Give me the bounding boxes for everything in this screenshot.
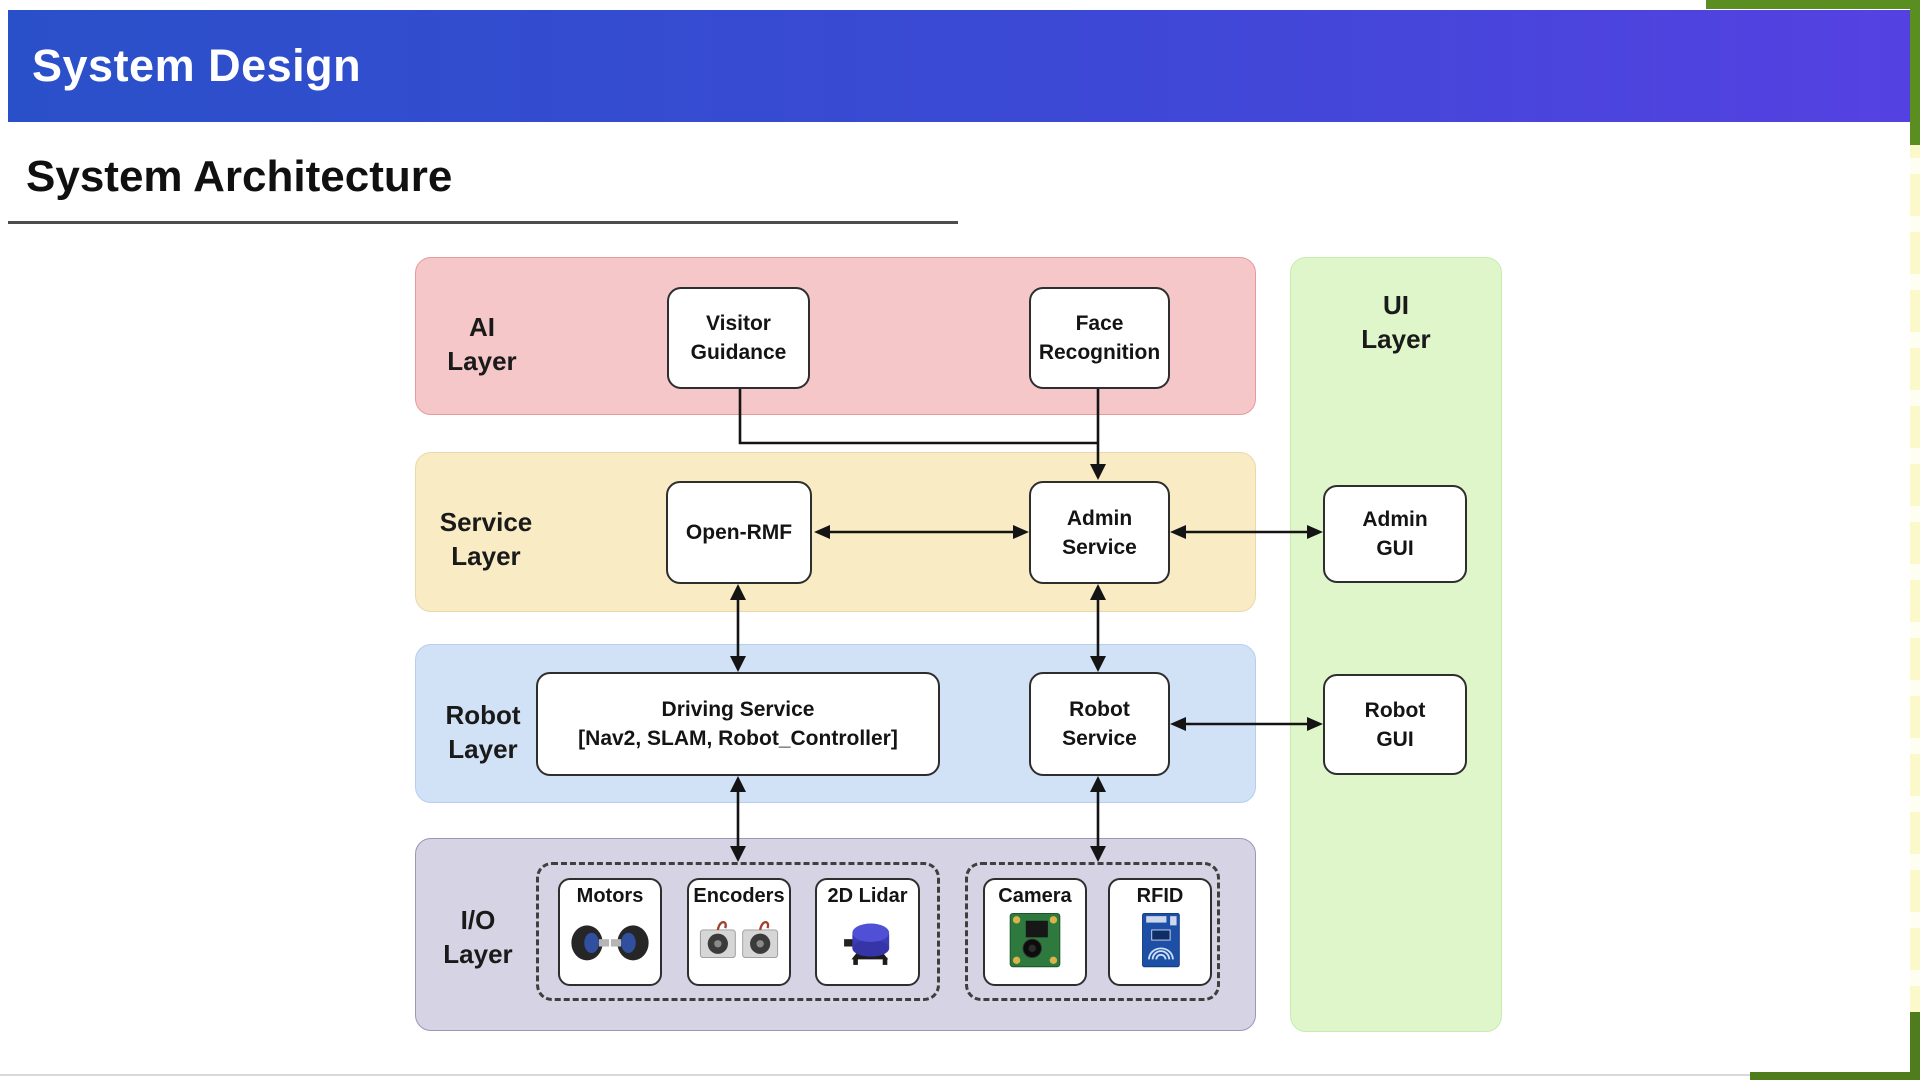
- hw-rfid: RFID: [1108, 878, 1212, 986]
- frame-edge-top: [1706, 0, 1920, 9]
- rfid-photo-icon: [1142, 912, 1180, 968]
- node-face-recognition: Face Recognition: [1029, 287, 1170, 389]
- node-visitor-guidance: Visitor Guidance: [667, 287, 810, 389]
- drive-hardware-group: [536, 862, 940, 1001]
- node-open-rmf: Open-RMF: [666, 481, 812, 584]
- hw-camera: Camera: [983, 878, 1087, 986]
- sensor-hardware-group: [965, 862, 1220, 1001]
- frame-edge-right-bottom: [1910, 1012, 1920, 1080]
- ai-layer-label: AI Layer: [447, 312, 517, 376]
- encoders-photo-icon: [699, 921, 779, 959]
- service-layer-label: Service Layer: [439, 507, 533, 571]
- frame-edge-bottom-line: [0, 1074, 1920, 1076]
- lidar-photo-icon: [843, 923, 889, 965]
- node-robot-service: Robot Service: [1029, 672, 1170, 776]
- node-driving-service: Driving Service [Nav2, SLAM, Robot_Contr…: [536, 672, 940, 776]
- section-heading: System Architecture: [26, 152, 453, 201]
- io-layer-label: I/O Layer: [443, 905, 513, 969]
- node-robot-gui: Robot GUI: [1323, 674, 1467, 775]
- frame-edge-bottom: [1750, 1072, 1920, 1080]
- node-admin-service: Admin Service: [1029, 481, 1170, 584]
- hw-lidar: 2D Lidar: [815, 878, 920, 986]
- hw-motors: Motors: [558, 878, 662, 986]
- motors-photo-icon: [571, 925, 649, 961]
- title-bar: System Design: [8, 10, 1915, 122]
- ui-layer-band: [1290, 257, 1502, 1032]
- slide-title: System Design: [32, 40, 362, 91]
- frame-edge-right-top: [1910, 0, 1920, 145]
- hw-encoders: Encoders: [687, 878, 791, 986]
- ui-layer-label: UI Layer: [1361, 290, 1431, 354]
- frame-edge-right: [1910, 0, 1920, 1080]
- node-admin-gui: Admin GUI: [1323, 485, 1467, 583]
- heading-underline: [8, 221, 958, 224]
- camera-photo-icon: [1009, 912, 1061, 968]
- robot-layer-label: Robot Layer: [445, 700, 521, 764]
